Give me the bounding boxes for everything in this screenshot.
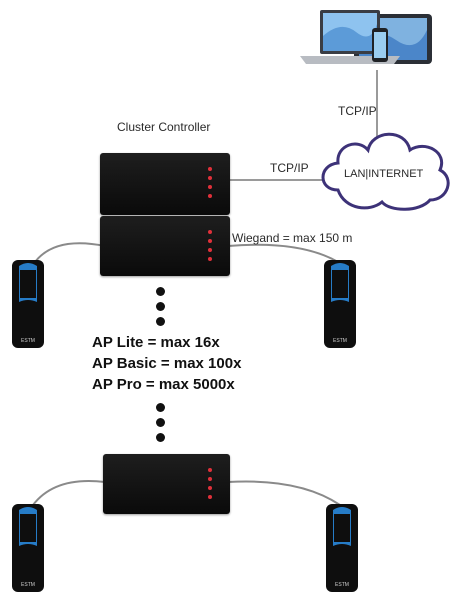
ellipsis-dot bbox=[156, 433, 165, 442]
cloud-label: LAN|INTERNET bbox=[344, 168, 424, 180]
ellipsis-dot bbox=[156, 287, 165, 296]
status-leds bbox=[208, 230, 212, 266]
card-reader-icon: ESTM bbox=[10, 502, 46, 594]
reader-brand: ESTM bbox=[333, 338, 347, 344]
ellipsis-dot bbox=[156, 403, 165, 412]
cluster-controller-title: Cluster Controller bbox=[117, 120, 211, 134]
ellipsis-dot bbox=[156, 302, 165, 311]
card-reader-icon: ESTM bbox=[10, 258, 46, 350]
controller-unit-3 bbox=[103, 454, 230, 514]
ap-lite-text: AP Lite = max 16x bbox=[92, 334, 220, 351]
cable-unit3-right bbox=[227, 480, 341, 506]
cloud-icon bbox=[321, 132, 450, 211]
client-devices bbox=[296, 6, 436, 72]
tcpip-label-left: TCP/IP bbox=[270, 161, 309, 175]
card-reader-icon: ESTM bbox=[322, 258, 358, 350]
status-leds bbox=[208, 167, 212, 203]
controller-unit-2 bbox=[100, 216, 230, 276]
cable-unit3-left bbox=[32, 480, 106, 506]
laptop-icon bbox=[300, 10, 432, 64]
ap-pro-text: AP Pro = max 5000x bbox=[92, 376, 235, 393]
cable-unit2-right bbox=[227, 243, 339, 263]
controller-unit-1 bbox=[100, 153, 230, 215]
status-leds bbox=[208, 468, 212, 504]
reader-brand: ESTM bbox=[335, 582, 349, 588]
tcpip-label-top: TCP/IP bbox=[338, 104, 377, 118]
ap-basic-text: AP Basic = max 100x bbox=[92, 355, 242, 372]
card-reader-icon: ESTM bbox=[324, 502, 360, 594]
ellipsis-dot bbox=[156, 317, 165, 326]
ellipsis-dot bbox=[156, 418, 165, 427]
wiegand-label: Wiegand = max 150 m bbox=[232, 231, 353, 245]
reader-brand: ESTM bbox=[21, 338, 35, 344]
cable-unit2-left bbox=[34, 242, 106, 263]
reader-brand: ESTM bbox=[21, 582, 35, 588]
